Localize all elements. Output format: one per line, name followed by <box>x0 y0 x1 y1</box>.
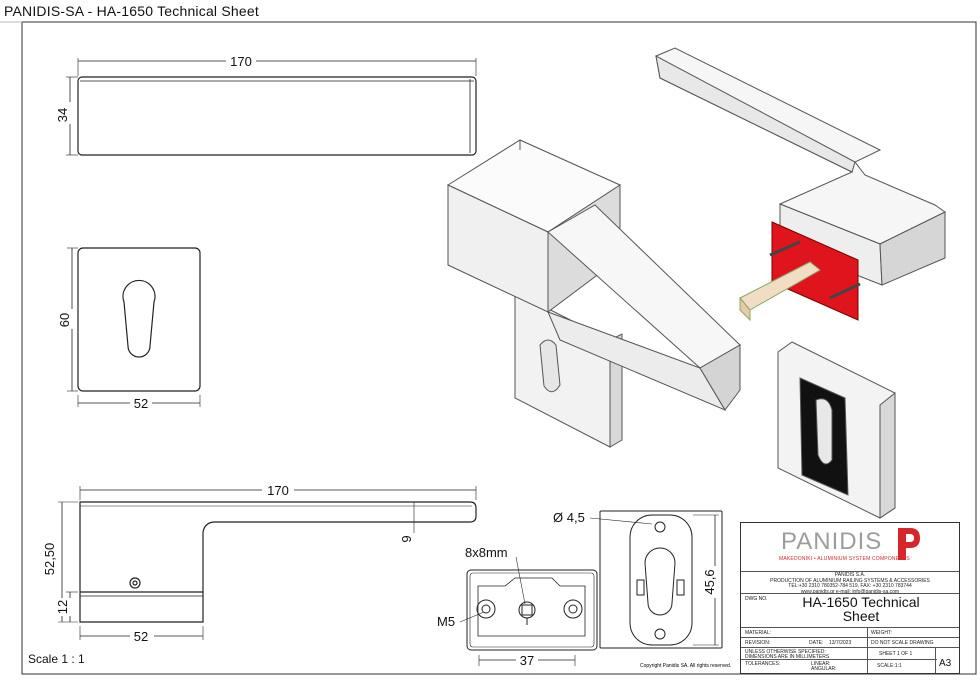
logo: PANIDIS MAKEDONIKI • ALUMINIUM SYSTEM CO… <box>741 523 959 571</box>
units-label: DIMENSIONS ARE IN MILLIMETERS <box>745 654 830 660</box>
drawing-frame <box>21 21 977 675</box>
dim-rose-height: 60 <box>57 313 72 327</box>
weight-label: WEIGHT: <box>871 630 892 636</box>
side-view <box>58 486 477 640</box>
scale-field: SCALE:1:1 <box>877 663 902 669</box>
label-screw: M5 <box>437 614 455 629</box>
dim-detail-width: 37 <box>520 653 534 668</box>
dim-side-width: 52 <box>134 629 148 644</box>
date-value: 13/7/2023 <box>829 640 852 646</box>
company-info: PANIDIS S.A. PRODUCTION OF ALUMINIUM RAI… <box>741 572 959 595</box>
dim-side-base: 12 <box>55 600 70 614</box>
dim-side-length: 170 <box>267 483 289 498</box>
top-view <box>66 58 477 156</box>
company-desc: PRODUCTION OF ALUMINIUM RAILING SYSTEMS … <box>770 577 930 584</box>
revision-label: REVISION: <box>745 640 771 646</box>
iso-cover <box>777 341 896 519</box>
tolerances-label: TOLERANCES: <box>745 661 781 667</box>
company-tel: TEL:+30 2310 780352-784 519, FAX: +30 23… <box>788 583 912 589</box>
dim-side-height: 52,50 <box>42 543 57 576</box>
sheet-title: PANIDIS-SA - HA-1650 Technical Sheet <box>4 3 259 19</box>
detail-view <box>459 556 598 666</box>
unless-label: UNLESS OTHERWISE SPECIFIED: <box>745 649 826 655</box>
company-web: www.panidis.gr e-mail: info@panidis-sa.c… <box>800 588 900 595</box>
brand-tagline: MAKEDONIKI • ALUMINIUM SYSTEM COMPONENTS <box>779 556 910 562</box>
label-square: 8x8mm <box>465 545 508 560</box>
dim-rose-width: 52 <box>134 396 148 411</box>
dim-cover-height: 45,6 <box>702 569 717 594</box>
scale-label: Scale 1 : 1 <box>28 652 85 666</box>
material-label: MATERIAL: <box>745 630 772 636</box>
brand-name: PANIDIS <box>781 528 883 555</box>
label-hole-dia: Ø 4,5 <box>553 510 585 525</box>
dwg-no-label: DWG NO. <box>745 596 768 602</box>
dwg-title: HA-1650 Technical Sheet <box>802 594 920 624</box>
sheet-size: A3 <box>939 658 952 669</box>
no-scale-label: DO NOT SCALE DRAWING <box>871 640 934 646</box>
brand-logo-icon <box>898 528 920 560</box>
iso-lever-back <box>655 47 946 322</box>
dim-top-height: 34 <box>55 108 70 122</box>
dim-side-tip: 9 <box>399 535 414 542</box>
rose-view <box>67 247 201 407</box>
sheet-label: SHEET 1 OF 1 <box>879 651 913 657</box>
company-name: PANIDIS S.A. <box>834 572 866 578</box>
angular-label: ANGULAR: <box>811 666 837 672</box>
date-label: DATE: <box>809 640 824 646</box>
copyright: Copyright Panidis SA. All rights reserve… <box>640 663 731 669</box>
title-block: PANIDIS MAKEDONIKI • ALUMINIUM SYSTEM CO… <box>740 522 960 674</box>
dim-top-length: 170 <box>230 54 252 69</box>
linear-label: LINEAR: <box>811 661 831 667</box>
iso-handle <box>446 139 741 448</box>
cover-view <box>589 510 723 649</box>
